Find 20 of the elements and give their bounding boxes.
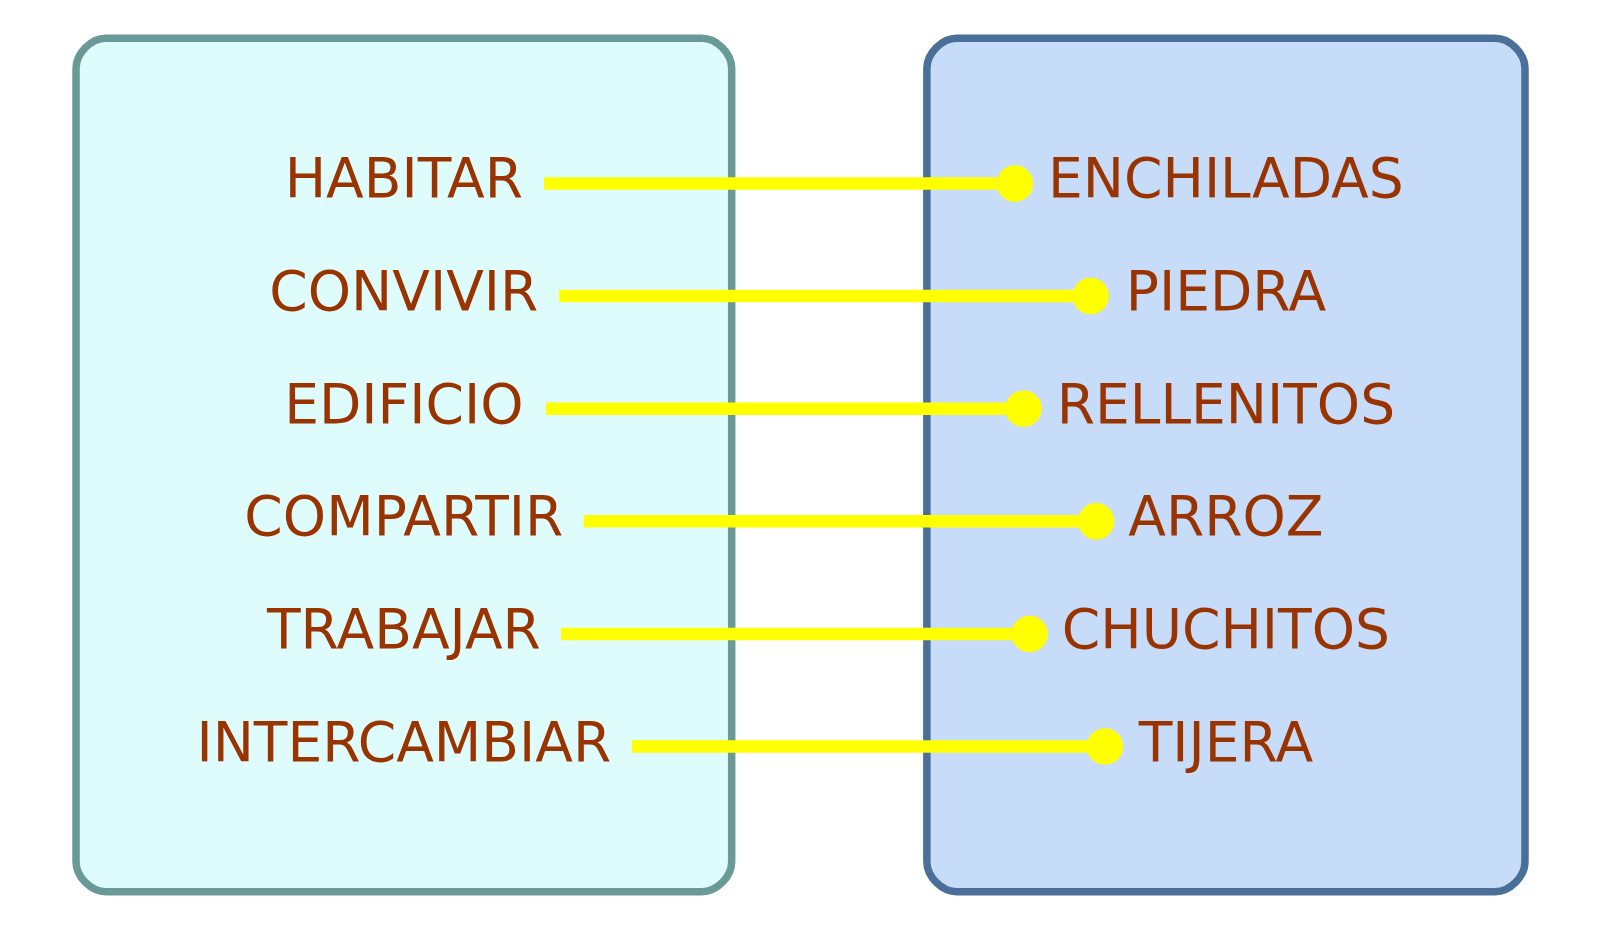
node-text: RELLENITOS — [1056, 371, 1395, 436]
node-text: EDIFICIO — [283, 371, 524, 436]
node-text: CONVIVIR — [268, 259, 538, 324]
connector — [545, 390, 1042, 427]
node-text: CHUCHITOS — [1061, 596, 1390, 661]
node-text: ENCHILADAS — [1047, 146, 1404, 211]
cluster — [922, 34, 1529, 896]
node-text: INTERCAMBIAR — [195, 709, 611, 774]
node-text: TRABAJAR — [266, 596, 541, 661]
connector — [560, 615, 1048, 653]
node-text: TIJERA — [1138, 709, 1313, 774]
node-text: HABITAR — [284, 146, 523, 211]
connector — [543, 165, 1033, 202]
node-text: COMPARTIR — [243, 484, 563, 549]
node-text: PIEDRA — [1125, 259, 1326, 324]
node-text: ARROZ — [1127, 484, 1324, 549]
connector — [631, 728, 1123, 765]
cluster — [71, 34, 735, 896]
connector — [583, 503, 1114, 540]
connector — [558, 277, 1109, 315]
